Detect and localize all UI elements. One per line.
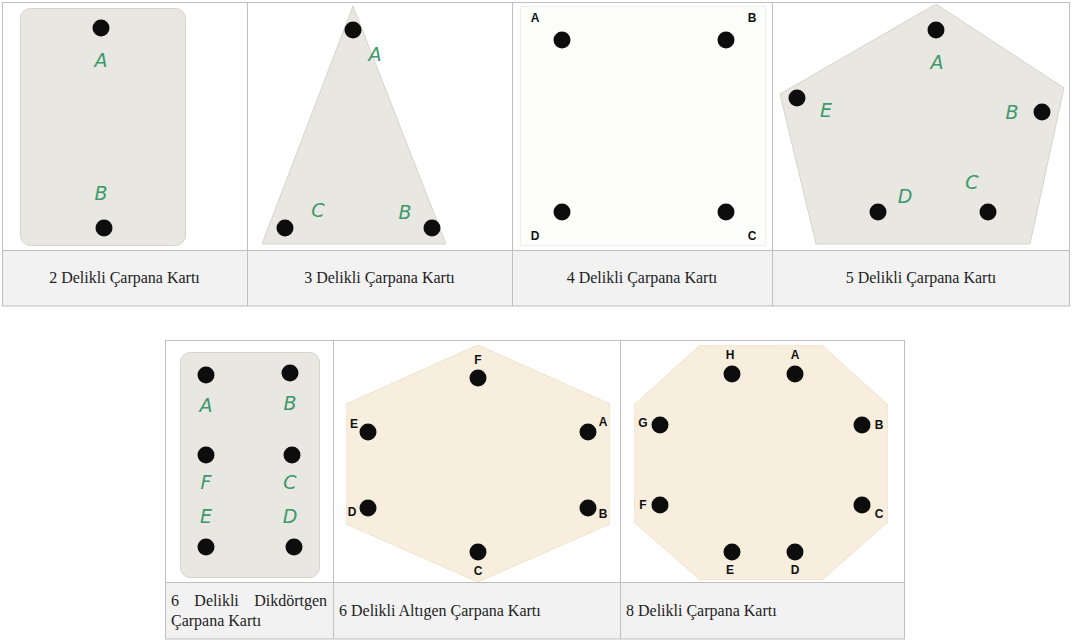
- card-outline: [262, 6, 446, 246]
- hole-letter: A: [931, 53, 944, 72]
- hole-letter: C: [283, 473, 296, 492]
- card-caption: 4 Delikli Çarpana Kartı: [518, 268, 766, 287]
- caption-row: [165, 582, 905, 639]
- card-hole: [198, 367, 215, 384]
- card-caption: 6 Delikli Altıgen Çarpana Kartı: [339, 601, 614, 620]
- hole-letter: D: [791, 564, 800, 576]
- card-hole: [854, 497, 871, 514]
- card-hole: [870, 204, 887, 221]
- multiplier-card: A B C D E: [780, 4, 1064, 246]
- card-shape: [346, 345, 610, 582]
- hole-letter: H: [726, 349, 735, 361]
- card-hole: [198, 447, 215, 464]
- hole-letter: F: [474, 354, 481, 366]
- card-hole: [96, 220, 113, 237]
- card-hole: [854, 417, 871, 434]
- card-caption: 5 Delikli Çarpana Kartı: [778, 268, 1064, 287]
- card-hole: [470, 370, 487, 387]
- hole-letter: D: [531, 230, 540, 242]
- hole-letter: B: [94, 184, 107, 203]
- hole-letter: B: [748, 12, 757, 24]
- multiplier-card: A B C D E F G H: [634, 345, 888, 580]
- card-hole: [470, 544, 487, 561]
- card-hole: [980, 204, 997, 221]
- card-hole: [554, 32, 571, 49]
- card-hole: [787, 366, 804, 383]
- card-hole: [789, 90, 806, 107]
- card-hole: [360, 424, 377, 441]
- card-outline: [634, 345, 888, 580]
- card-hole: [580, 424, 597, 441]
- hole-letter: C: [965, 173, 978, 192]
- hole-letter: A: [791, 349, 800, 361]
- hole-letter: B: [599, 508, 608, 520]
- card-caption: 2 Delikli Çarpana Kartı: [8, 268, 241, 287]
- hole-letter: E: [350, 418, 358, 430]
- card-hole: [424, 220, 441, 237]
- multiplier-card: A B C: [262, 6, 446, 246]
- card-hole: [718, 32, 735, 49]
- card-caption: 8 Delikli Çarpana Kartı: [626, 601, 899, 620]
- multiplier-card: A B C D: [520, 6, 766, 246]
- multiplier-card: A B CD EF: [180, 352, 320, 578]
- hole-letter: D: [348, 506, 357, 518]
- card-hole: [1034, 104, 1051, 121]
- card-hole: [787, 544, 804, 561]
- caption-row: [2, 250, 1070, 306]
- hole-letter: E: [200, 507, 212, 526]
- hole-letter: A: [200, 396, 213, 415]
- hole-letter: A: [95, 51, 108, 70]
- card-shape: [262, 6, 446, 244]
- hole-letter: C: [875, 508, 884, 520]
- card-hole: [928, 22, 945, 39]
- card-outline: [346, 345, 610, 582]
- card-caption: 3 Delikli Çarpana Kartı: [253, 268, 506, 287]
- hole-letter: A: [599, 416, 608, 428]
- card-hole: [652, 497, 669, 514]
- hole-letter: E: [726, 564, 734, 576]
- card-caption: 6 Delikli Dikdörtgen Çarpana Kartı: [171, 591, 327, 629]
- card-shape: [780, 4, 1064, 244]
- hole-letter: A: [531, 12, 540, 24]
- card-hole: [282, 365, 299, 382]
- multiplier-card: A B C D E F: [346, 345, 610, 582]
- card-shape: [181, 353, 320, 578]
- card-hole: [580, 500, 597, 517]
- card-hole: [286, 539, 303, 556]
- hole-letter: F: [201, 473, 212, 492]
- card-hole: [718, 204, 735, 221]
- hole-letter: C: [748, 230, 757, 242]
- hole-letter: G: [638, 417, 647, 429]
- card-shape: [521, 7, 766, 246]
- hole-letter: C: [311, 201, 324, 220]
- hole-letter: F: [639, 499, 646, 511]
- card-hole: [360, 500, 377, 517]
- card-hole: [652, 417, 669, 434]
- hole-letter: B: [398, 203, 411, 222]
- hole-letter: B: [1005, 103, 1018, 122]
- card-hole: [277, 220, 294, 237]
- card-hole: [724, 366, 741, 383]
- card-outline: [180, 352, 320, 578]
- hole-letter: C: [474, 565, 483, 577]
- hole-letter: B: [283, 394, 296, 413]
- card-hole: [93, 20, 110, 37]
- hole-letter: D: [283, 507, 298, 526]
- card-outline: [520, 6, 766, 246]
- multiplier-card: AB: [20, 8, 186, 246]
- hole-letter: D: [898, 187, 913, 206]
- card-hole: [554, 204, 571, 221]
- hole-letter: E: [820, 101, 832, 120]
- card-shape: [634, 345, 888, 580]
- hole-letter: B: [875, 419, 884, 431]
- card-shape: [21, 9, 186, 246]
- card-hole: [345, 22, 362, 39]
- card-hole: [724, 544, 741, 561]
- hole-letter: A: [369, 45, 382, 64]
- card-hole: [284, 447, 301, 464]
- card-hole: [198, 539, 215, 556]
- card-outline: [20, 8, 186, 246]
- card-outline: [780, 4, 1064, 246]
